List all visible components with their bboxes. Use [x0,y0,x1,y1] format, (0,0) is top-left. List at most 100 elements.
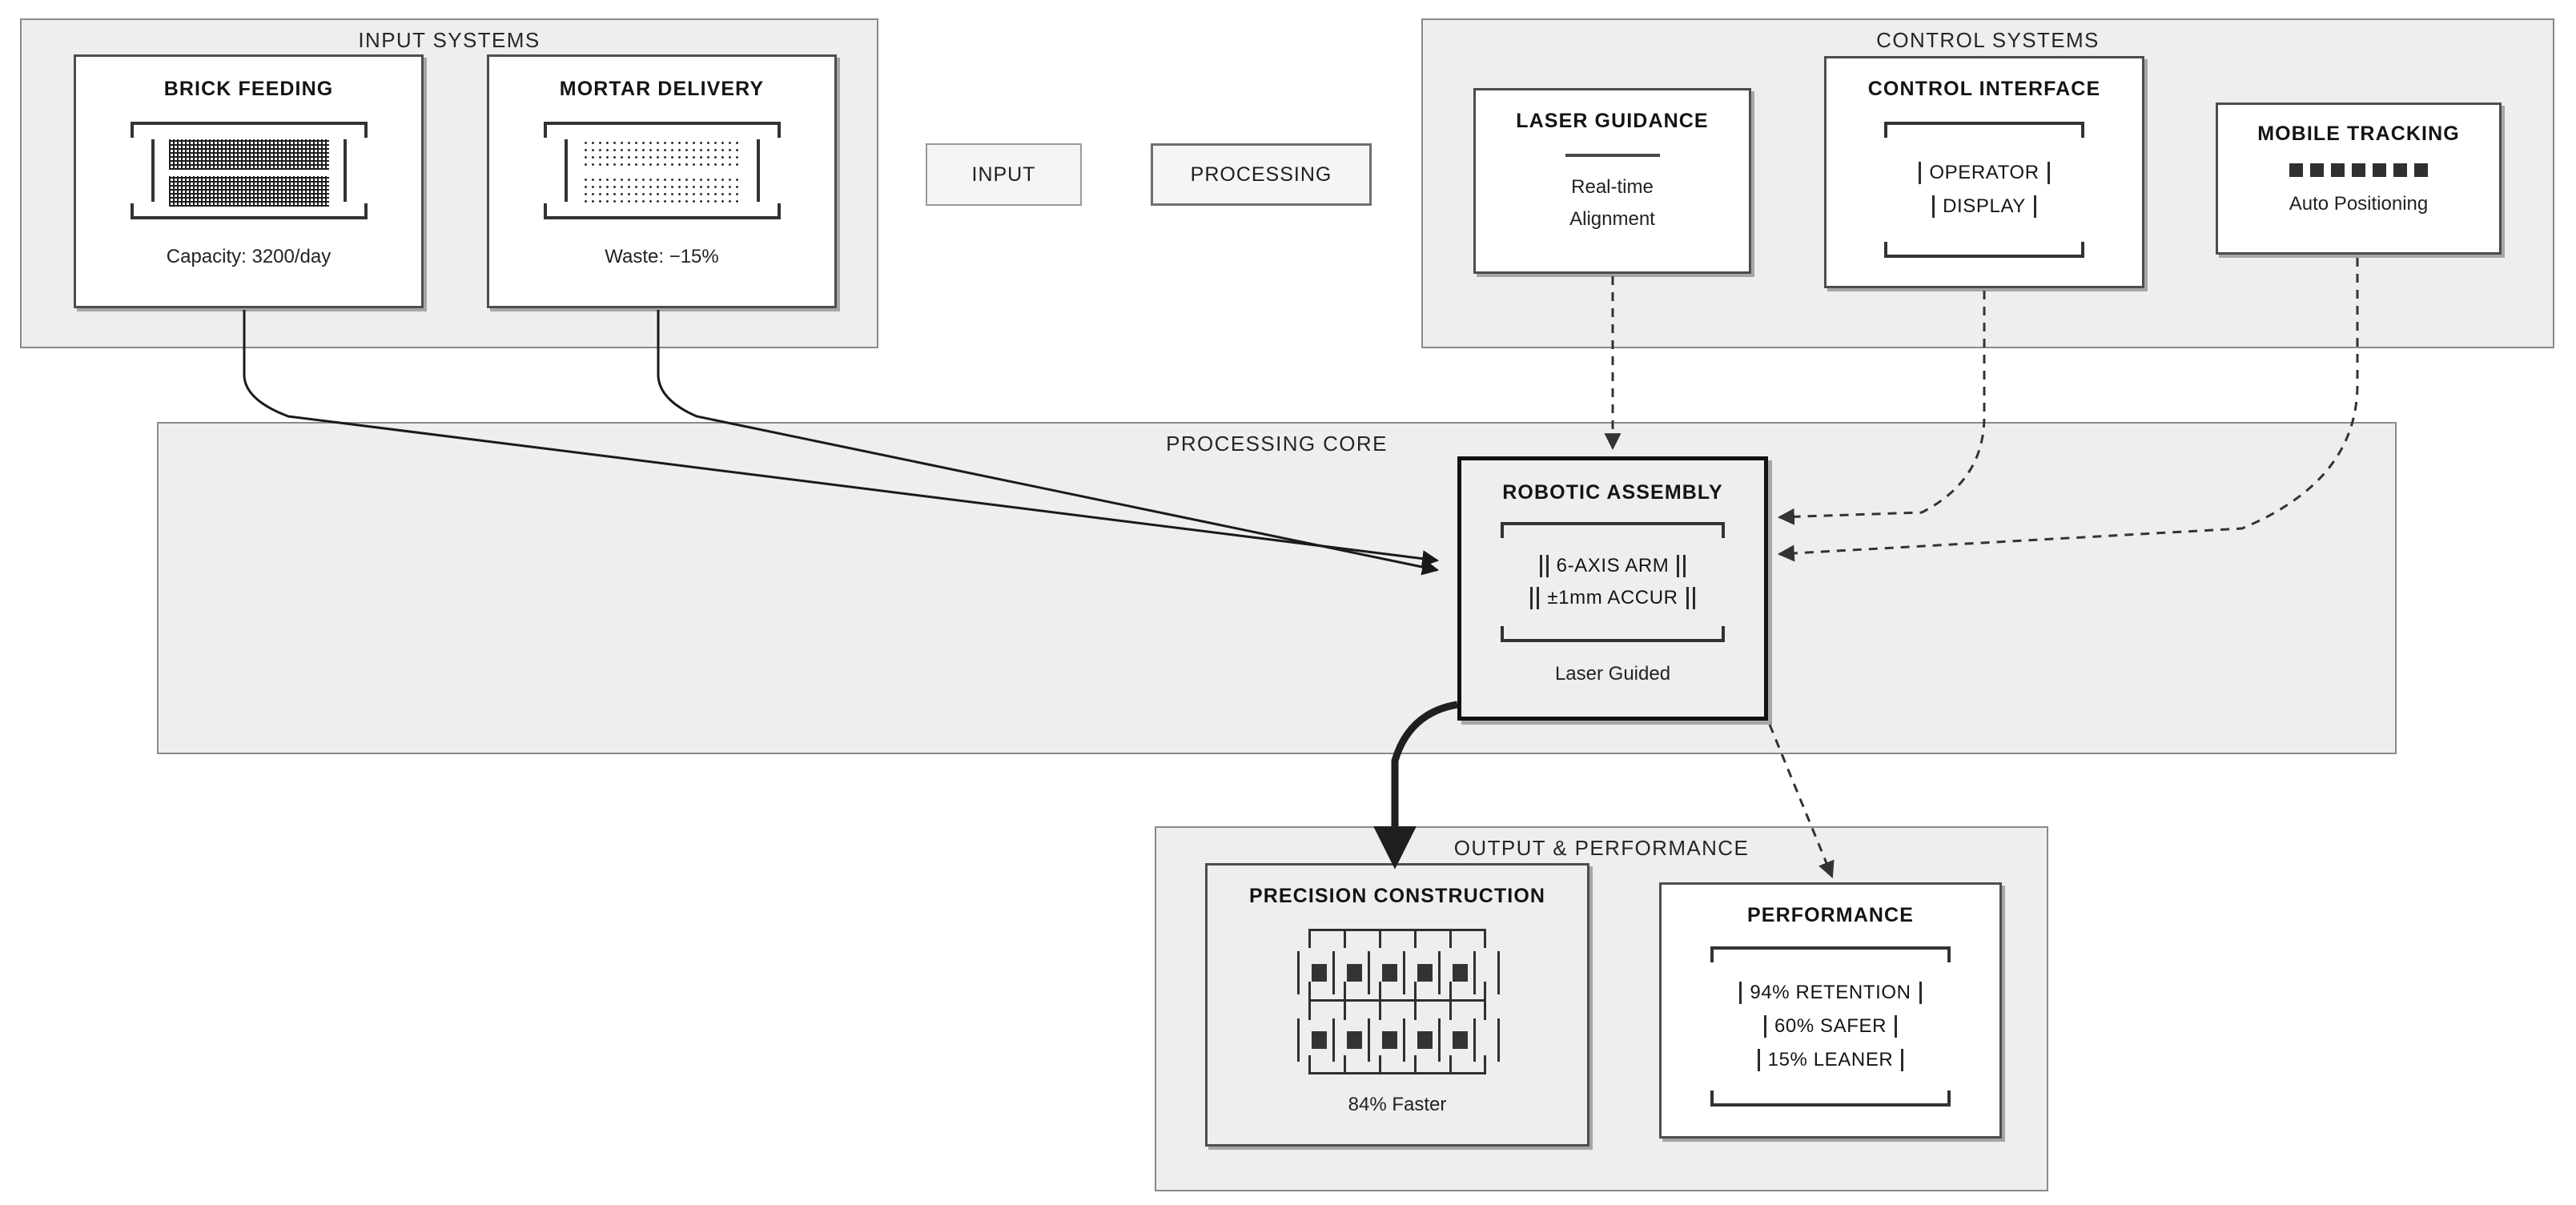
bracket-top-left [1710,946,1731,962]
brick-wall-grid-icon [1297,929,1500,1074]
bracket-top-left [1884,122,1905,138]
robotic-assembly-row-accuracy-label: ±1mm ACCUR [1547,587,1678,609]
legend-processing-label: PROCESSING [1190,163,1332,186]
wall-vtick [1308,1001,1311,1020]
tracking-block [2310,163,2324,177]
control-interface-row-display-label: DISPLAY [1943,195,2026,217]
wall-vtick [1484,1001,1486,1020]
wall-vtick [1414,1001,1417,1020]
wall-vtick [1473,951,1476,994]
frame-top-rule [1710,946,1951,950]
strip-rail-left [564,139,568,202]
row-bar-right [1919,982,1922,1004]
wall-vtick [1449,929,1452,948]
tracking-block [2373,163,2386,177]
horizontal-rule-icon [1565,154,1660,157]
wall-vtick [1484,982,1486,1001]
frame-bottom-rule [1710,1103,1951,1107]
wall-vtick [1438,1018,1441,1062]
node-mobile-tracking[interactable]: MOBILE TRACKING Auto Positioning [2216,102,2502,255]
node-laser-guidance[interactable]: LASER GUIDANCE Real-time Alignment [1473,88,1751,274]
robotic-assembly-row-accuracy: ±1mm ACCUR [1530,587,1695,609]
wall-hline-mid [1308,999,1486,1002]
wall-vtick [1308,982,1311,1001]
wall-vtick [1332,951,1335,994]
node-brick-feeding-title: BRICK FEEDING [163,78,334,100]
node-control-interface[interactable]: CONTROL INTERFACE OPERATOR DISPLAY [1824,56,2144,288]
node-mortar-delivery-title: MORTAR DELIVERY [559,78,765,100]
wall-vtick [1368,1018,1370,1062]
wall-vtick [1332,1018,1335,1062]
wall-vtick [1497,1018,1500,1062]
node-robotic-assembly-metric: Laser Guided [1554,663,1671,685]
strip-rail-right [343,139,347,202]
row-bar-right [2033,195,2036,218]
row-bar-right [1677,555,1686,577]
bracket-bottom-right [1930,1091,1951,1107]
performance-row-retention-label: 94% RETENTION [1750,982,1911,1003]
wall-vtick [1379,1055,1381,1074]
wall-vtick [1308,1055,1311,1074]
bracket-bottom-right [759,203,781,219]
tracking-block [2331,163,2345,177]
tracking-block [2414,163,2428,177]
wall-vtick [1403,951,1405,994]
node-robotic-assembly-title: ROBOTIC ASSEMBLY [1502,481,1723,504]
wall-brick-unit [1347,1031,1362,1049]
wall-brick-unit [1417,964,1433,982]
wall-vtick [1473,1018,1476,1062]
node-performance[interactable]: PERFORMANCE 94% RETENTION 60% SAFER 15% … [1659,882,2002,1139]
node-precision-construction[interactable]: PRECISION CONSTRUCTION [1205,863,1589,1147]
group-processing-core-title: PROCESSING CORE [1166,432,1388,456]
legend-input-swatch[interactable]: INPUT [926,143,1082,206]
wall-vtick [1368,951,1370,994]
node-robotic-assembly[interactable]: ROBOTIC ASSEMBLY 6-AXIS ARM ±1mm ACCUR L… [1457,456,1768,721]
frame-bottom-rule [1501,639,1725,642]
row-bar-left [1757,1049,1760,1071]
bracket-bottom-right [1704,626,1725,642]
wall-vtick [1438,951,1441,994]
wall-brick-unit [1347,964,1362,982]
row-bar-left [1539,555,1549,577]
robotic-assembly-row-axis-label: 6-AXIS ARM [1556,555,1670,576]
robotic-assembly-specs-frame: 6-AXIS ARM ±1mm ACCUR [1501,522,1725,642]
wall-vtick [1497,951,1500,994]
row-bar-right [1686,587,1695,609]
wall-vtick [1379,1001,1381,1020]
tracking-block [2289,163,2303,177]
frame-top-rule [130,122,368,125]
mortar-strip-lower [581,176,742,207]
row-bar-right [1901,1049,1904,1071]
mortar-dot-strips-icon [543,122,781,219]
wall-vtick [1449,1055,1452,1074]
group-output-performance-title: OUTPUT & PERFORMANCE [1453,836,1750,860]
group-processing-core: PROCESSING CORE [157,422,2397,754]
wall-vtick [1403,1018,1405,1062]
node-mobile-tracking-title: MOBILE TRACKING [2257,123,2460,145]
bracket-top-right [759,122,781,138]
bracket-top-right [346,122,368,138]
node-precision-construction-title: PRECISION CONSTRUCTION [1248,885,1546,907]
brick-hatch-strips-icon [130,122,368,219]
strip-rail-right [756,139,760,202]
frame-bottom-rule [543,216,781,219]
wall-vtick [1414,1055,1417,1074]
node-precision-construction-metric: 84% Faster [1348,1094,1447,1115]
wall-vtick [1414,929,1417,948]
row-bar-right [1895,1015,1898,1038]
performance-row-leaner: 15% LEANER [1757,1049,1904,1071]
wall-vtick [1344,1001,1346,1020]
legend-processing-swatch[interactable]: PROCESSING [1151,143,1372,206]
node-brick-feeding[interactable]: BRICK FEEDING Capacity: 3200/day [74,54,424,308]
wall-vtick [1414,982,1417,1001]
brick-strip-upper [168,139,329,170]
tracking-block [2352,163,2365,177]
node-mortar-delivery[interactable]: MORTAR DELIVERY Waste: −15% [487,54,837,308]
wall-vtick [1449,982,1452,1001]
control-interface-row-operator: OPERATOR [1919,162,2050,184]
row-bar-left [1763,1015,1766,1038]
wall-vtick [1449,1001,1452,1020]
row-bar-right [2047,162,2050,184]
bracket-bottom-left [1501,626,1521,642]
